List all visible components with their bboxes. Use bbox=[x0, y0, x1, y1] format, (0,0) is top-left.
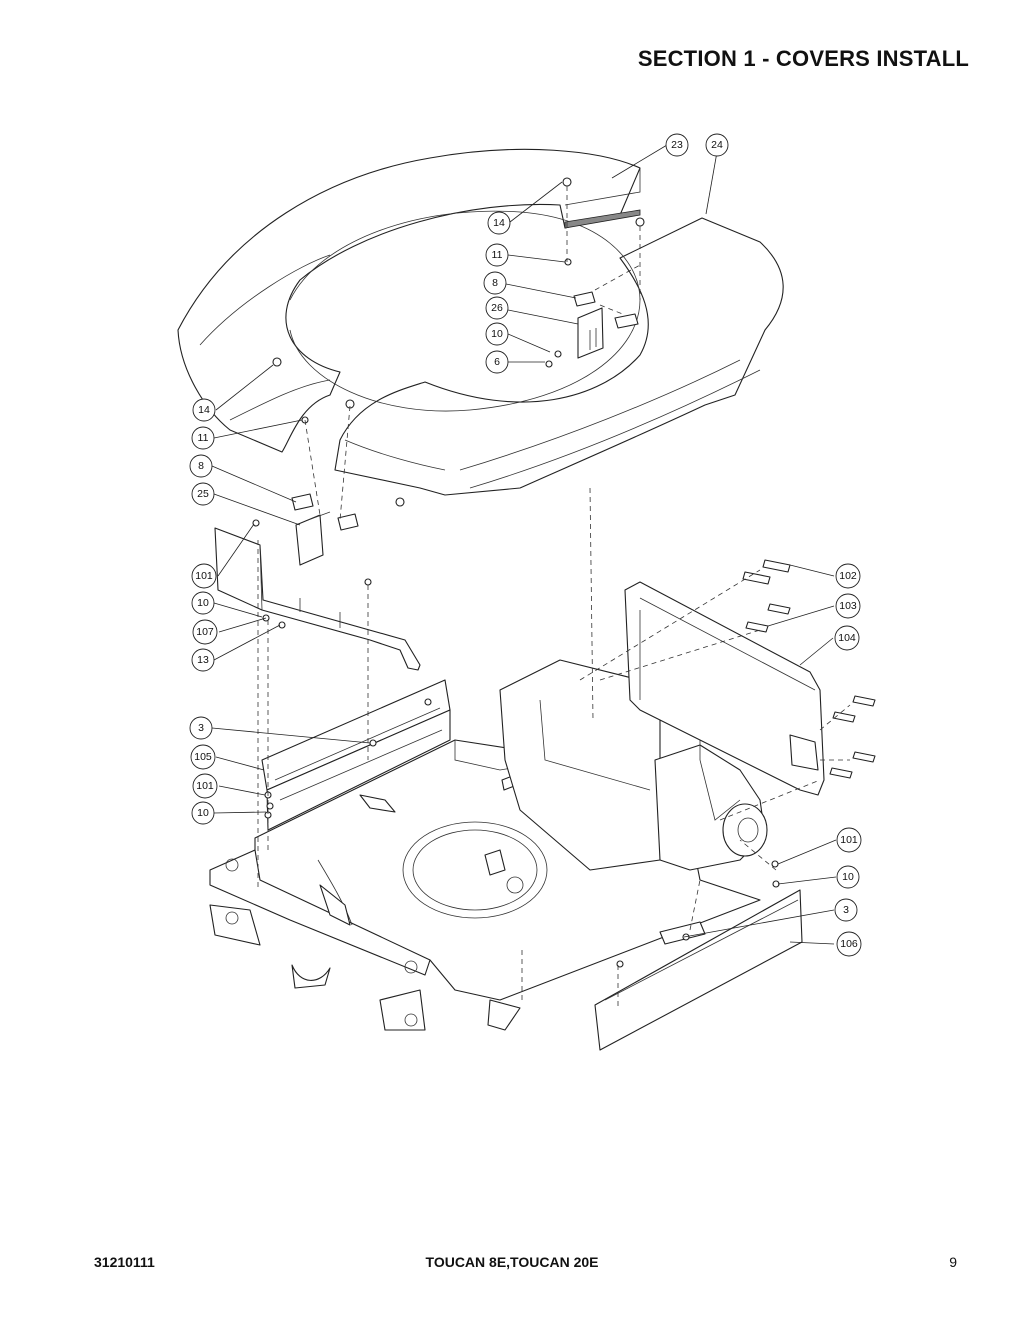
callout-101: 101 bbox=[836, 827, 862, 853]
callout-107: 107 bbox=[192, 619, 218, 645]
svg-text:104: 104 bbox=[838, 632, 856, 644]
side-panel-107 bbox=[214, 527, 421, 671]
callout-24: 24 bbox=[705, 133, 729, 157]
callout-25: 25 bbox=[191, 482, 215, 506]
svg-text:3: 3 bbox=[843, 904, 849, 916]
motor-assembly bbox=[499, 659, 768, 871]
svg-text:10: 10 bbox=[197, 807, 209, 819]
svg-text:10: 10 bbox=[842, 871, 854, 883]
svg-text:14: 14 bbox=[198, 404, 210, 416]
page-title: SECTION 1 - COVERS INSTALL bbox=[637, 46, 969, 71]
callout-3: 3 bbox=[834, 898, 858, 922]
page-number: 9 bbox=[949, 1254, 957, 1270]
bracket-25 bbox=[291, 493, 359, 566]
svg-text:103: 103 bbox=[839, 600, 857, 612]
svg-text:107: 107 bbox=[196, 626, 214, 638]
footer-model: TOUCAN 8E,TOUCAN 20E bbox=[425, 1254, 599, 1270]
callout-102: 102 bbox=[835, 563, 861, 589]
svg-text:105: 105 bbox=[194, 751, 212, 763]
svg-text:13: 13 bbox=[197, 654, 209, 666]
callout-10: 10 bbox=[836, 865, 860, 889]
callout-11: 11 bbox=[485, 243, 509, 267]
callout-13: 13 bbox=[191, 648, 215, 672]
svg-text:101: 101 bbox=[196, 780, 214, 792]
callout-105: 105 bbox=[190, 744, 216, 770]
callout-14: 14 bbox=[192, 398, 216, 422]
callout-8: 8 bbox=[189, 454, 213, 478]
svg-text:3: 3 bbox=[198, 722, 204, 734]
callout-6: 6 bbox=[485, 350, 509, 374]
svg-text:26: 26 bbox=[491, 302, 503, 314]
svg-text:8: 8 bbox=[492, 277, 498, 289]
callout-10: 10 bbox=[485, 322, 509, 346]
callout-101: 101 bbox=[191, 563, 217, 589]
callout-11: 11 bbox=[191, 426, 215, 450]
top-cover bbox=[177, 148, 784, 496]
callout-14: 14 bbox=[487, 211, 511, 235]
svg-text:14: 14 bbox=[493, 217, 505, 229]
callout-8: 8 bbox=[483, 271, 507, 295]
svg-text:102: 102 bbox=[839, 570, 857, 582]
footer-part-number: 31210111 bbox=[94, 1254, 155, 1270]
svg-text:23: 23 bbox=[671, 139, 683, 151]
svg-text:11: 11 bbox=[198, 432, 209, 444]
callout-101: 101 bbox=[192, 773, 218, 799]
callout-106: 106 bbox=[836, 931, 862, 957]
svg-text:10: 10 bbox=[197, 597, 209, 609]
callout-3: 3 bbox=[189, 716, 213, 740]
leader-lines bbox=[211, 144, 837, 945]
callout-10: 10 bbox=[191, 801, 215, 825]
svg-text:101: 101 bbox=[840, 834, 858, 846]
callout-10: 10 bbox=[191, 591, 215, 615]
front-cover-106 bbox=[594, 889, 803, 1051]
svg-text:10: 10 bbox=[491, 328, 503, 340]
svg-text:106: 106 bbox=[840, 938, 858, 950]
svg-text:8: 8 bbox=[198, 460, 204, 472]
svg-text:101: 101 bbox=[195, 570, 213, 582]
callout-26: 26 bbox=[485, 296, 509, 320]
callout-23: 23 bbox=[665, 133, 689, 157]
callout-104: 104 bbox=[834, 625, 860, 651]
svg-text:24: 24 bbox=[711, 139, 723, 151]
svg-text:11: 11 bbox=[492, 249, 503, 261]
callout-103: 103 bbox=[835, 593, 861, 619]
bracket-26 bbox=[573, 264, 641, 359]
back-cover-104 bbox=[624, 581, 825, 796]
svg-text:25: 25 bbox=[197, 488, 209, 500]
svg-text:6: 6 bbox=[494, 356, 500, 368]
assembly-lines bbox=[257, 186, 851, 1010]
